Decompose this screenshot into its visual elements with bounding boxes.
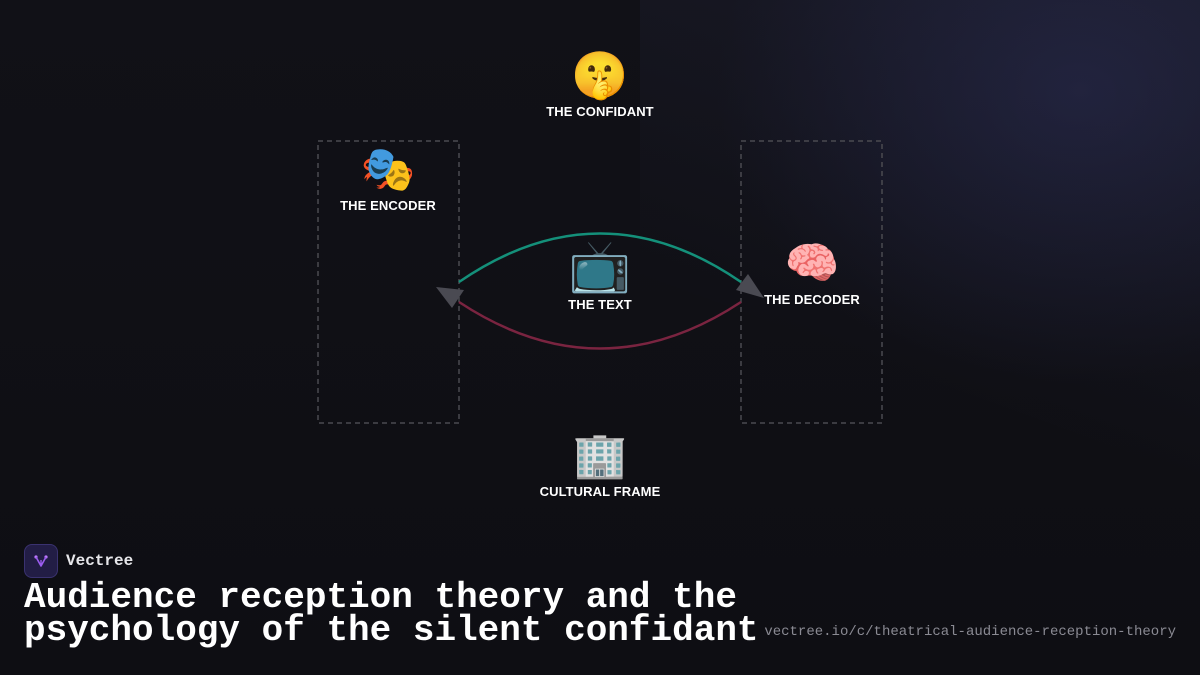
node-confidant: 🤫 THE CONFIDANT [500, 52, 700, 119]
encoding-arc [458, 232, 742, 284]
theater-masks-icon: 🎭 [360, 144, 416, 195]
node-encoder: 🎭 THE ENCODER [288, 144, 488, 214]
shushing-face-icon: 🤫 [571, 48, 629, 102]
feedback-arc [458, 300, 742, 350]
page-title: Audience reception theory and the psycho… [24, 577, 759, 651]
brain-icon: 🧠 [784, 238, 840, 289]
node-text: 📺 THE TEXT [500, 241, 700, 312]
text-label: THE TEXT [568, 297, 632, 312]
arrowhead-to-decoder [736, 274, 764, 298]
decoder-label: THE DECODER [764, 292, 860, 307]
television-icon: 📺 [568, 237, 632, 295]
brand[interactable]: Vectree [24, 544, 133, 578]
arrowhead-to-encoder [436, 287, 464, 308]
source-url[interactable]: vectree.io/c/theatrical-audience-recepti… [764, 624, 1176, 640]
encoder-label: THE ENCODER [340, 198, 436, 213]
node-decoder: 🧠 THE DECODER [712, 238, 912, 308]
office-building-icon: 🏢 [572, 430, 628, 481]
brand-name: Vectree [66, 552, 134, 570]
node-cultural-frame: 🏢 CULTURAL FRAME [500, 430, 700, 500]
vectree-logo-icon [24, 544, 58, 578]
cultural-frame-label: CULTURAL FRAME [539, 484, 661, 499]
confidant-label: THE CONFIDANT [546, 104, 654, 119]
